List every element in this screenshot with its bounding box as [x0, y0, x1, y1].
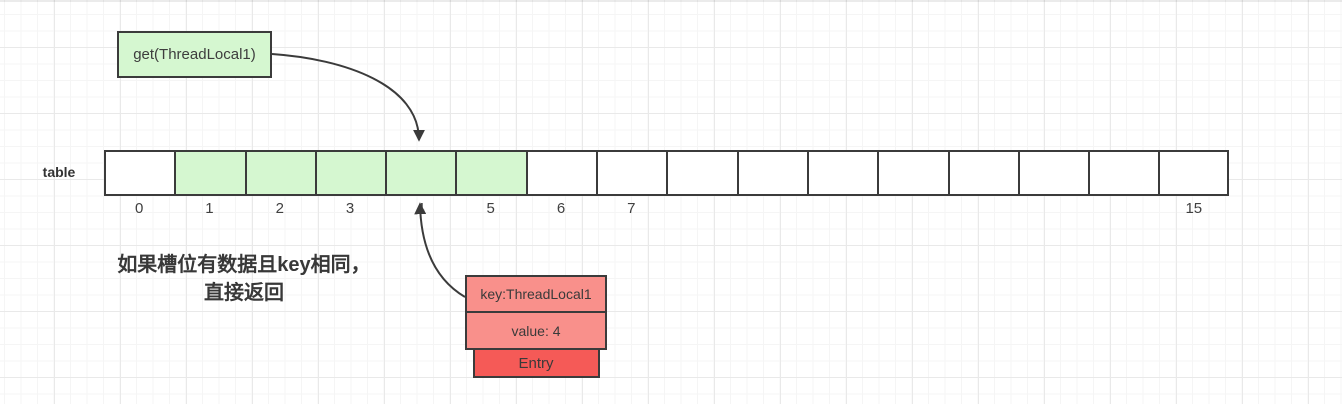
get-threadlocal-box: get(ThreadLocal1)	[117, 31, 272, 78]
cell-index-label-0: 0	[134, 200, 144, 217]
cell-index-label-15: 15	[1185, 200, 1203, 217]
annotation-line-2: 直接返回	[204, 282, 284, 304]
entry-value-box: value: 4	[465, 311, 607, 350]
cell-index-label-2: 2	[275, 200, 284, 217]
annotation-text: 如果槽位有数据且key相同， 直接返回	[108, 251, 380, 307]
entry-node: key:ThreadLocal1 value: 4 Entry	[465, 275, 607, 378]
table-cell-15	[1158, 150, 1229, 196]
entry-title-box: Entry	[472, 348, 600, 378]
table-cell-11	[877, 150, 948, 196]
table-cell-13	[1017, 150, 1089, 196]
table-cell-12	[947, 150, 1018, 196]
table-cell-7	[596, 150, 667, 196]
cell-index-label-4: 4	[416, 200, 425, 217]
cell-index-label-5: 5	[486, 200, 495, 217]
entry-value-label: value: 4	[511, 322, 561, 339]
cell-index-label-7: 7	[627, 200, 636, 217]
cell-index-label-3: 3	[345, 200, 355, 217]
table-cell-6	[525, 150, 597, 196]
cell-index-label-6: 6	[556, 200, 566, 217]
table-cell-3	[314, 150, 386, 196]
get-threadlocal-label: get(ThreadLocal1)	[133, 46, 256, 63]
entry-key-label: key:ThreadLocal1	[480, 286, 592, 302]
table-cell-1	[174, 150, 245, 196]
table-cell-9	[736, 150, 807, 196]
table-cell-5	[455, 150, 526, 196]
arrow-entry-to-slot4	[414, 202, 466, 298]
arrow-get-to-slot4	[271, 53, 425, 142]
table-cell-10	[806, 150, 878, 196]
table-cell-14	[1088, 150, 1159, 196]
table-title: table	[42, 164, 76, 180]
annotation-line-1: 如果槽位有数据且key相同，	[117, 254, 371, 276]
table-cell-4	[385, 150, 456, 196]
table-cell-8	[666, 150, 737, 196]
table-cell-0	[104, 150, 175, 196]
table-cell-2	[244, 150, 315, 196]
cell-index-label-1: 1	[205, 200, 214, 217]
entry-key-box: key:ThreadLocal1	[465, 275, 607, 313]
table-cells	[104, 150, 1229, 196]
entry-title-label: Entry	[518, 354, 554, 372]
